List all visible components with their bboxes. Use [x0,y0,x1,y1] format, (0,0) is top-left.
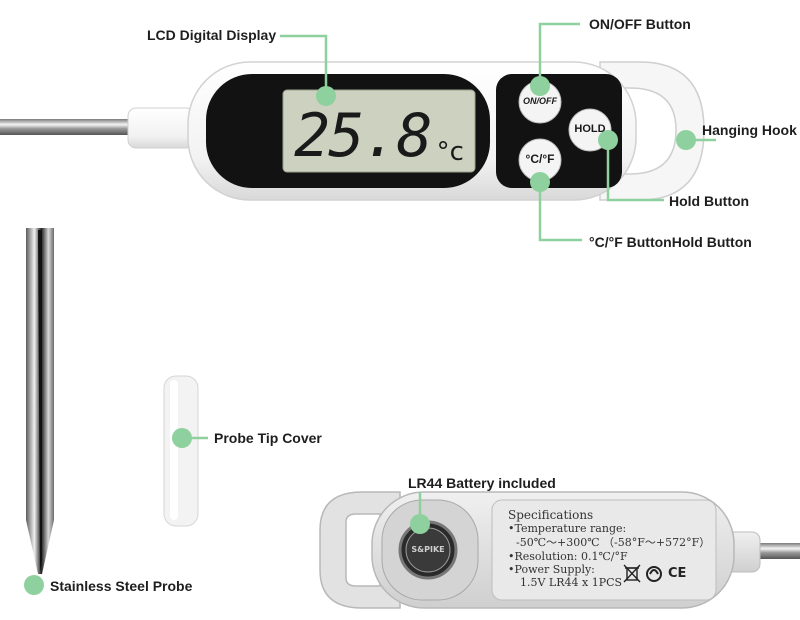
dot-hold [598,130,618,150]
lcd-screen [282,89,476,173]
dot-tip-cover [172,428,192,448]
spec-temp-value: -50℃～+300℃ （-58°F～+572°F） [516,536,711,549]
probe-collar [127,107,195,149]
battery-brand-text: S&PIKE [411,545,445,554]
probe-tip-cover-illustration [163,375,199,527]
spec-power-value: 1.5V LR44 x 1PCS [520,576,623,589]
stainless-probe-illustration [26,228,54,574]
spec-temp-label: •Temperature range: [508,522,627,535]
hold-button-label[interactable]: HOLD [574,123,606,135]
thermometer-back [319,491,800,609]
dot-cf [530,172,550,192]
dot-probe [24,575,44,595]
callout-probe-tip-cover: Probe Tip Cover [214,430,322,446]
callout-hold-button: Hold Button [669,193,750,209]
spec-power-label: •Power Supply: [508,563,595,576]
dot-on-off [530,76,550,96]
temperature-reading: 25.8 [294,101,432,171]
cf-button-label[interactable]: °C/°F [525,152,555,166]
ce-mark: CE [668,566,687,581]
callout-battery: LR44 Battery included [408,475,556,491]
callout-stainless-probe: Stainless Steel Probe [50,578,193,594]
green-dot-icon [646,566,662,582]
callout-cf-button: °C/°F ButtonHold Button [589,234,752,250]
callout-dots [24,76,696,595]
lcd-readout: 25.8 °c [283,90,475,172]
on-off-button-label[interactable]: ON/OFF [523,96,557,106]
spec-resolution: •Resolution: 0.1℃/°F [508,550,628,563]
temperature-unit: °c [436,137,464,167]
spec-heading: Specifications [508,508,594,522]
probe-rod-top [0,119,140,135]
dot-hook [676,130,696,150]
callout-lcd-display: LCD Digital Display [147,27,277,43]
dot-battery [410,514,430,534]
callout-on-off-button: ON/OFF Button [589,16,691,32]
hanging-hook-shape [599,61,705,201]
callout-hanging-hook: Hanging Hook [702,122,797,138]
dot-lcd [316,86,336,106]
thermometer-front [0,61,705,201]
weee-bin-icon [623,564,641,583]
